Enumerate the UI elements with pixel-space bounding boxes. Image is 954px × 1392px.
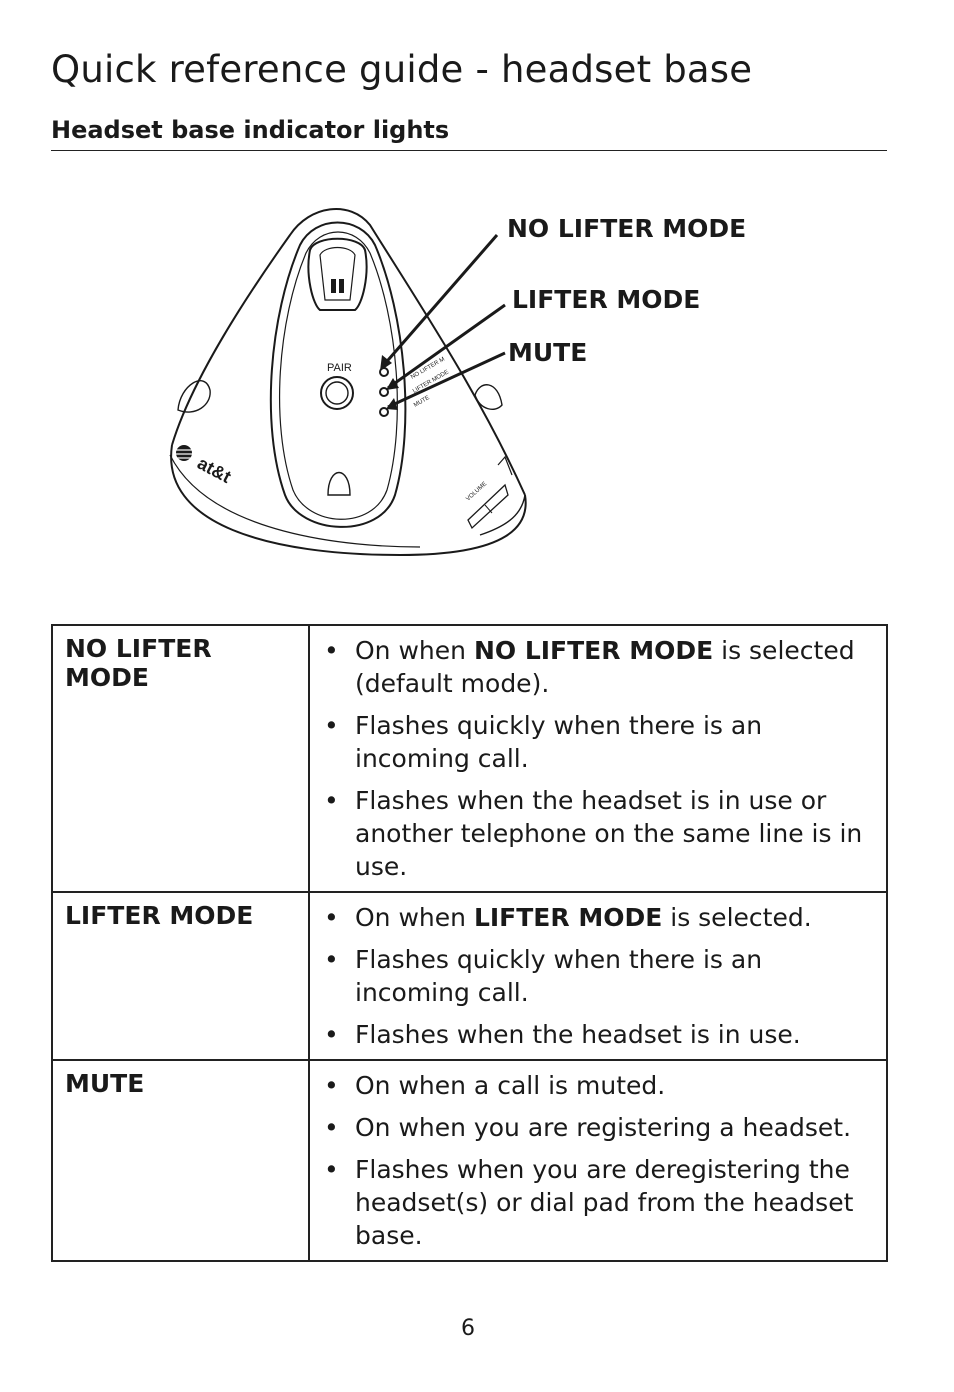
list-item: •Flashes quickly when there is an incomi… xyxy=(324,711,763,773)
led-mute xyxy=(379,407,389,417)
leader-mute xyxy=(387,351,506,409)
section-heading: Headset base indicator lights xyxy=(51,116,450,144)
left-grip xyxy=(177,380,211,413)
front-panel xyxy=(269,221,407,528)
page-number: 6 xyxy=(461,1316,475,1341)
bullet-icon: • xyxy=(324,636,339,665)
row-description: •On when NO LIFTER MODE is selected (def… xyxy=(308,624,888,893)
right-grip xyxy=(474,384,503,411)
cradle xyxy=(307,237,368,311)
volume-tab xyxy=(497,455,513,476)
bullet-icon: • xyxy=(324,945,339,974)
section-divider xyxy=(51,150,887,151)
charge-contact-1 xyxy=(331,279,336,293)
list-item: •Flashes quickly when there is an incomi… xyxy=(324,945,763,1007)
front-panel-inner xyxy=(279,231,398,520)
bullet-icon: • xyxy=(324,1155,339,1184)
row-label: MUTE xyxy=(51,1059,310,1262)
list-item: •Flashes when the headset is in use. xyxy=(324,1020,801,1049)
page-title: Quick reference guide - headset base xyxy=(51,48,753,91)
list-item: •On when LIFTER MODE is selected. xyxy=(324,903,812,932)
bullet-icon: • xyxy=(324,1020,339,1049)
row-description: •On when a call is muted. •On when you a… xyxy=(308,1059,888,1262)
list-item: •Flashes when you are deregistering the … xyxy=(324,1155,854,1250)
list-item: •On when NO LIFTER MODE is selected (def… xyxy=(324,636,855,698)
table-row-mute: MUTE •On when a call is muted. •On when … xyxy=(51,1059,888,1262)
list-item: •Flashes when the headset is in use or a… xyxy=(324,786,863,881)
callout-no-lifter-mode: NO LIFTER MODE xyxy=(507,214,747,243)
pair-button xyxy=(325,381,349,405)
list-item: •On when a call is muted. xyxy=(324,1071,666,1100)
pair-button-ring xyxy=(320,376,354,410)
row-label: LIFTER MODE xyxy=(51,891,310,1061)
charge-contact-2 xyxy=(339,279,344,293)
indicator-table: NO LIFTER MODE •On when NO LIFTER MODE i… xyxy=(51,624,888,1262)
base-right-side xyxy=(479,494,526,536)
bullet-list: •On when a call is muted. •On when you a… xyxy=(324,1069,868,1252)
headset-base-drawing: PAIR at&t NO LIFTER M LIFTER MODE MUTE V… xyxy=(169,208,527,557)
bullet-icon: • xyxy=(324,711,339,740)
list-item: •On when you are registering a headset. xyxy=(324,1113,852,1142)
leader-no-lifter xyxy=(380,234,499,368)
arrowhead-no-lifter xyxy=(380,355,392,371)
volume-divider xyxy=(484,504,493,514)
bullet-icon: • xyxy=(324,1071,339,1100)
headset-base-illustration: PAIR at&t NO LIFTER M LIFTER MODE MUTE V… xyxy=(150,195,790,595)
row-label: NO LIFTER MODE xyxy=(51,624,310,893)
row-description: •On when LIFTER MODE is selected. •Flash… xyxy=(308,891,888,1061)
table-row-lifter-mode: LIFTER MODE •On when LIFTER MODE is sele… xyxy=(51,891,888,1061)
bullet-icon: • xyxy=(324,786,339,815)
led-lifter-mode xyxy=(379,387,389,397)
led-label-mute: MUTE xyxy=(413,395,431,409)
bullet-icon: • xyxy=(324,903,339,932)
volume-panel xyxy=(467,483,509,530)
cone-body xyxy=(171,208,526,496)
base-disc xyxy=(170,444,527,557)
table-row-no-lifter-mode: NO LIFTER MODE •On when NO LIFTER MODE i… xyxy=(51,624,888,893)
volume-label: VOLUME xyxy=(465,481,488,502)
arrowhead-mute xyxy=(386,398,398,410)
brand-logo-text: at&t xyxy=(194,453,234,487)
cradle-inner xyxy=(319,246,356,301)
att-globe-icon xyxy=(176,445,192,461)
base-rim xyxy=(169,454,421,548)
bullet-list: •On when LIFTER MODE is selected. •Flash… xyxy=(324,901,868,1051)
callout-mute: MUTE xyxy=(508,338,588,367)
pair-label: PAIR xyxy=(327,362,352,374)
bottom-slot xyxy=(327,471,351,496)
leader-lifter xyxy=(387,303,506,390)
bullet-list: •On when NO LIFTER MODE is selected (def… xyxy=(324,634,868,883)
bullet-icon: • xyxy=(324,1113,339,1142)
callout-lifter-mode: LIFTER MODE xyxy=(512,285,701,314)
arrowhead-lifter xyxy=(386,378,399,390)
